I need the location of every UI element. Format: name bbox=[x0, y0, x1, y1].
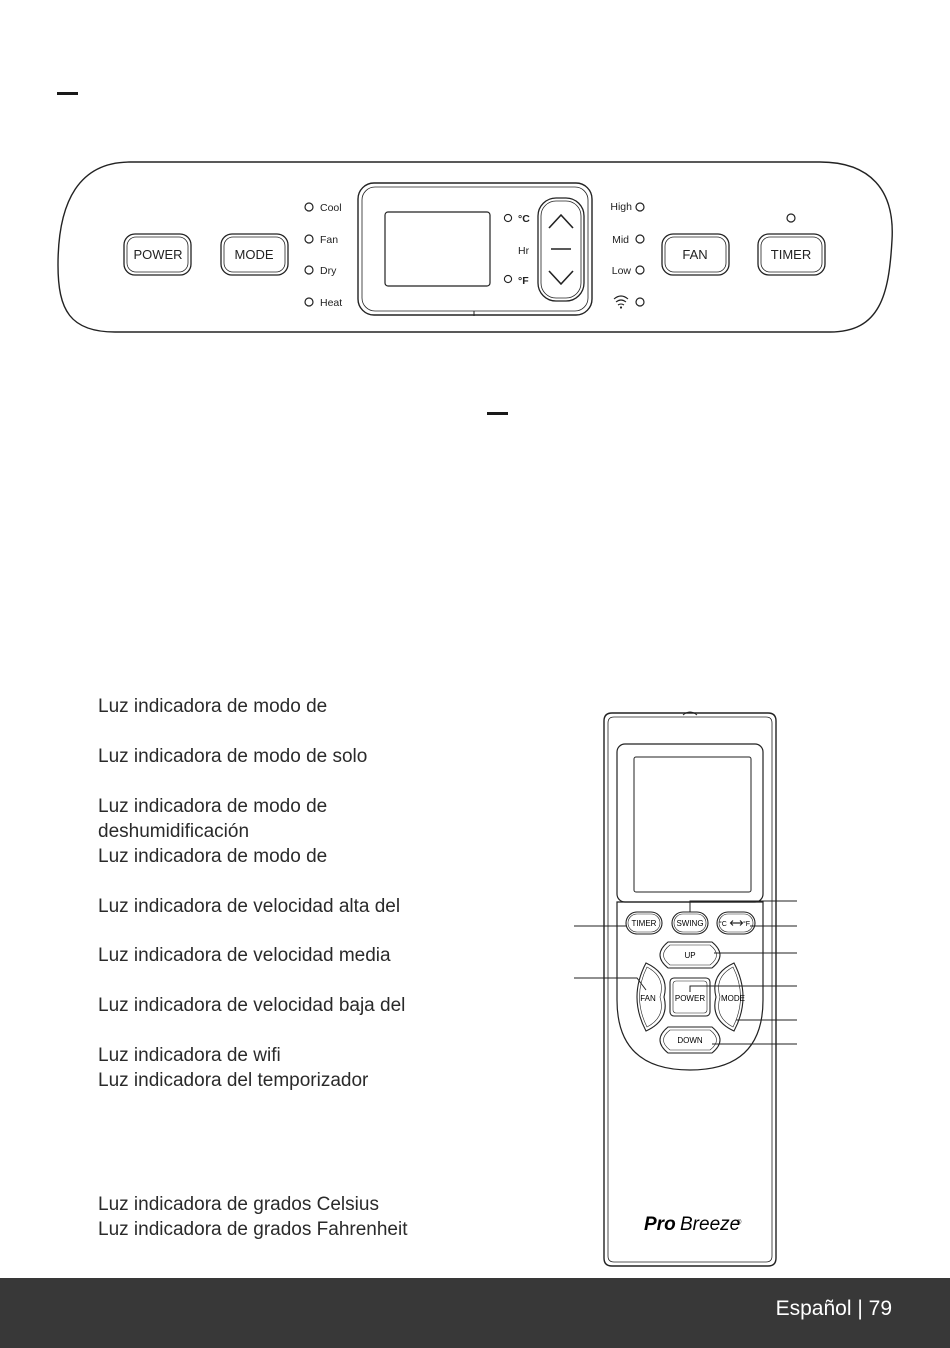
legend-item: Luz indicadora de wifi bbox=[98, 1045, 281, 1066]
led-low bbox=[635, 265, 645, 275]
legend-item: Luz indicadora de modo de bbox=[98, 696, 328, 717]
leader-lines bbox=[574, 900, 797, 1045]
mode-button[interactable]: MODE bbox=[220, 233, 289, 276]
led-wifi bbox=[635, 297, 645, 307]
remote-power-button[interactable]: POWER bbox=[669, 977, 711, 1017]
section-dash-2 bbox=[487, 412, 508, 415]
mode-leds: Cool Fan Dry Heat bbox=[304, 202, 342, 309]
led-mid-label: Mid bbox=[612, 234, 629, 246]
legend-item: Luz indicadora del temporizador bbox=[98, 1070, 369, 1091]
legend-item: Luz indicadora de velocidad media bbox=[98, 945, 391, 966]
remote-unit-toggle-button[interactable]: °C °F bbox=[716, 911, 756, 935]
remote-control-diagram: TIMER SWING °C °F UP FAN POWER MODE bbox=[574, 711, 797, 1267]
lcd-screen bbox=[384, 211, 491, 287]
chevron-up-icon bbox=[548, 213, 574, 229]
brand-logo-bold: Pro bbox=[644, 1214, 676, 1235]
remote-screen bbox=[633, 756, 752, 893]
led-heat-label: Heat bbox=[320, 297, 342, 309]
remote-down-label: DOWN bbox=[677, 1036, 703, 1045]
remote-body bbox=[603, 711, 777, 1267]
led-dry bbox=[304, 265, 314, 275]
led-high bbox=[635, 202, 645, 212]
remote-mode-label: MODE bbox=[721, 994, 745, 1003]
legend-item: Luz indicadora de modo de solo bbox=[98, 746, 368, 767]
led-low-label: Low bbox=[612, 265, 632, 277]
hour-label: Hr bbox=[518, 245, 530, 257]
led-dry-label: Dry bbox=[320, 265, 337, 277]
remote-unit-left-label: °C bbox=[719, 920, 727, 928]
led-fahrenheit bbox=[503, 274, 513, 284]
celsius-label: °C bbox=[518, 213, 530, 225]
remote-up-button[interactable]: UP bbox=[659, 941, 721, 969]
led-timer bbox=[786, 213, 796, 223]
remote-timer-label: TIMER bbox=[632, 919, 657, 928]
legend-item: Luz indicadora de modo de bbox=[98, 796, 328, 817]
remote-up-label: UP bbox=[684, 951, 695, 960]
page-footer: Español | 79 bbox=[0, 1278, 950, 1348]
fan-button-label: FAN bbox=[682, 247, 707, 262]
remote-swing-button[interactable]: SWING bbox=[671, 911, 709, 935]
up-down-rocker[interactable] bbox=[537, 197, 585, 302]
chevron-down-icon bbox=[548, 270, 574, 286]
remote-screen-bezel bbox=[616, 743, 764, 903]
led-heat bbox=[304, 297, 314, 307]
legend-item: Luz indicadora de grados Fahrenheit bbox=[98, 1219, 408, 1240]
led-cool-label: Cool bbox=[320, 202, 342, 214]
panel-outline bbox=[57, 161, 893, 333]
led-high-label: High bbox=[610, 201, 632, 213]
remote-down-button[interactable]: DOWN bbox=[659, 1026, 721, 1054]
mode-button-label: MODE bbox=[235, 247, 274, 262]
power-button-label: POWER bbox=[133, 247, 182, 262]
remote-power-label: POWER bbox=[675, 994, 705, 1003]
control-panel-diagram: POWER MODE Cool Fan Dry Heat °C Hr °F bbox=[57, 161, 893, 333]
speed-leds: High Mid Low bbox=[610, 201, 645, 309]
led-mid bbox=[635, 234, 645, 244]
section-dash-1 bbox=[57, 92, 78, 95]
legend-item: Luz indicadora de velocidad alta del bbox=[98, 896, 401, 917]
page-number: Español | 79 bbox=[775, 1297, 892, 1320]
remote-fan-button[interactable]: FAN bbox=[636, 962, 666, 1032]
remote-timer-button[interactable]: TIMER bbox=[625, 911, 663, 935]
brand-logo-mark: ® bbox=[737, 1219, 742, 1226]
remote-swing-label: SWING bbox=[676, 919, 703, 928]
legend-item: Luz indicadora de grados Celsius bbox=[98, 1194, 379, 1215]
led-celsius bbox=[503, 213, 513, 223]
fahrenheit-label: °F bbox=[518, 275, 529, 287]
legend-item: Luz indicadora de velocidad baja del bbox=[98, 995, 406, 1016]
wifi-icon bbox=[613, 295, 629, 309]
fan-button[interactable]: FAN bbox=[661, 233, 730, 276]
remote-mode-button[interactable]: MODE bbox=[714, 962, 745, 1032]
remote-fan-label: FAN bbox=[640, 994, 656, 1003]
power-button[interactable]: POWER bbox=[123, 233, 192, 276]
timer-button[interactable]: TIMER bbox=[757, 233, 826, 276]
led-cool bbox=[304, 202, 314, 212]
display-housing: °C Hr °F bbox=[357, 182, 593, 316]
led-fan bbox=[304, 234, 314, 244]
brand-logo: Pro Breeze ® bbox=[644, 1214, 742, 1235]
timer-button-label: TIMER bbox=[771, 247, 811, 262]
brand-logo-light: Breeze bbox=[680, 1214, 740, 1235]
remote-button-well bbox=[616, 901, 764, 1071]
led-fan-label: Fan bbox=[320, 234, 338, 246]
remote-unit-right-label: °F bbox=[743, 920, 750, 928]
legend-item: deshumidificación bbox=[98, 821, 250, 842]
legend-item: Luz indicadora de modo de bbox=[98, 846, 328, 867]
